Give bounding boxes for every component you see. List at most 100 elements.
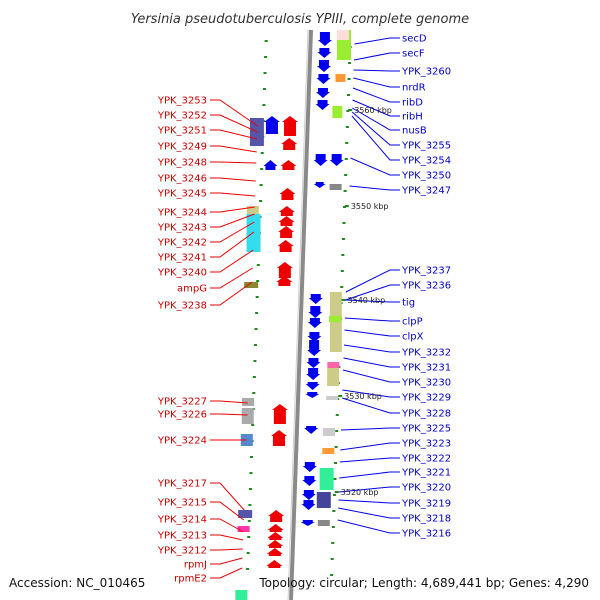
gene-label-right[interactable]: ribH: [402, 112, 423, 123]
gene-label-left[interactable]: YPK_3243: [157, 223, 207, 234]
gc-content-block: [327, 368, 340, 386]
gene-label-right[interactable]: YPK_3218: [401, 514, 451, 525]
minus-strand-gene-arrow: [271, 404, 288, 424]
leader-line-right: [350, 157, 400, 176]
gene-label-right[interactable]: nusB: [402, 126, 427, 137]
gene-label-right[interactable]: YPK_3250: [401, 171, 451, 182]
gene-label-left[interactable]: YPK_3214: [157, 515, 207, 526]
tick-mark-left: [247, 520, 251, 522]
gene-label-left[interactable]: YPK_3238: [157, 301, 207, 312]
gene-label-left[interactable]: YPK_3251: [157, 126, 207, 137]
gene-label-right[interactable]: secD: [402, 34, 427, 45]
gene-label-left[interactable]: rpmJ: [184, 560, 207, 571]
gene-label-left[interactable]: YPK_3249: [157, 142, 207, 153]
leader-line-left: [210, 177, 256, 182]
accession-text: Accession: NC_010465: [9, 576, 145, 590]
tick-mark-left: [249, 472, 253, 474]
gene-label-right[interactable]: clpX: [402, 332, 424, 343]
gene-label-right[interactable]: YPK_3221: [401, 468, 451, 479]
gene-label-right[interactable]: YPK_3254: [401, 156, 451, 167]
gene-label-left[interactable]: YPK_3217: [157, 479, 207, 490]
gene-label-right[interactable]: YPK_3225: [401, 424, 451, 435]
plus-strand-gene-arrow: [329, 154, 344, 166]
gene-label-right[interactable]: YPK_3230: [401, 378, 451, 389]
leader-line-right: [344, 329, 400, 337]
minus-strand-gene-arrow: [281, 138, 298, 150]
gene-label-left[interactable]: YPK_3248: [157, 158, 207, 169]
gene-label-right[interactable]: nrdR: [402, 83, 426, 94]
leader-line-right: [337, 519, 400, 534]
kbp-label: 3540 kbp: [348, 296, 386, 305]
gene-label-left[interactable]: YPK_3240: [157, 268, 207, 279]
gene-label-left[interactable]: YPK_3246: [157, 174, 207, 185]
leader-line-left: [210, 518, 244, 533]
gene-label-right[interactable]: YPK_3247: [401, 186, 451, 197]
gene-label-left[interactable]: YPK_3253: [157, 96, 207, 107]
gene-label-right[interactable]: tig: [402, 298, 415, 309]
minus-strand-gene-arrow: [278, 206, 295, 216]
tick-mark-right: [331, 526, 335, 528]
gene-label-left[interactable]: YPK_3241: [157, 253, 207, 264]
gene-label-right[interactable]: clpP: [402, 317, 423, 328]
tick-mark-left: [259, 200, 263, 202]
minus-strand-gene-arrow: [280, 160, 297, 170]
gene-label-left[interactable]: YPK_3224: [157, 436, 207, 447]
gene-label-right[interactable]: YPK_3237: [401, 266, 451, 277]
tick-mark-right: [340, 286, 344, 288]
plus-strand-gene-arrow: [307, 340, 322, 356]
gene-label-right[interactable]: YPK_3219: [401, 499, 451, 510]
gene-label-right[interactable]: YPK_3223: [401, 439, 451, 450]
gene-label-left[interactable]: YPK_3215: [157, 498, 207, 509]
gene-label-left[interactable]: YPK_3242: [157, 238, 207, 249]
genome-backbone: [289, 29, 313, 600]
topology-text: Topology: circular; Length: 4,689,441 bp…: [258, 576, 589, 590]
gene-label-left[interactable]: YPK_3212: [157, 546, 207, 557]
gene-label-right[interactable]: YPK_3220: [401, 483, 451, 494]
plus-strand-gene-arrow: [315, 100, 330, 110]
gene-label-right[interactable]: YPK_3232: [401, 348, 451, 359]
tick-mark-left: [255, 296, 259, 298]
gene-label-right[interactable]: YPK_3255: [401, 141, 451, 152]
gene-features: [235, 30, 351, 600]
tick-mark-left: [260, 152, 264, 154]
gene-label-right[interactable]: YPK_3231: [401, 363, 451, 374]
minus-strand-gene-arrow: [279, 188, 296, 200]
leader-line-right: [342, 369, 400, 383]
kbp-tick: [344, 205, 349, 207]
gene-label-left[interactable]: YPK_3213: [157, 531, 207, 542]
gene-label-right[interactable]: YPK_3228: [401, 409, 451, 420]
leader-line-right: [353, 77, 400, 88]
minus-strand-gene-arrow: [263, 116, 280, 134]
gene-label-right[interactable]: YPK_3229: [401, 393, 451, 404]
gene-label-left[interactable]: YPK_3244: [157, 208, 207, 219]
leader-line-right: [339, 471, 400, 479]
gene-label-left[interactable]: rpmE2: [174, 574, 207, 585]
gene-label-left[interactable]: YPK_3252: [157, 111, 207, 122]
tick-mark-left: [247, 536, 251, 538]
tick-mark-left: [264, 40, 268, 42]
feature-block: [246, 206, 259, 214]
leader-line-right: [339, 457, 400, 463]
gene-label-right[interactable]: YPK_3222: [401, 454, 451, 465]
gene-label-right[interactable]: YPK_3216: [401, 529, 451, 540]
gene-label-right[interactable]: YPK_3260: [401, 67, 451, 78]
leader-line-left: [210, 213, 255, 228]
plus-strand-gene-arrow: [307, 318, 322, 328]
plus-strand-gene-arrow: [308, 306, 323, 318]
gene-label-left[interactable]: YPK_3227: [157, 397, 207, 408]
feature-block: [237, 526, 250, 532]
gene-label-right[interactable]: secF: [402, 49, 425, 60]
tick-mark-left: [250, 456, 254, 458]
gene-label-right[interactable]: YPK_3236: [401, 281, 451, 292]
gene-label-left[interactable]: ampG: [177, 284, 207, 295]
plus-strand-gene-arrow: [302, 462, 317, 472]
plus-strand-gene-arrow: [307, 332, 322, 342]
gene-label-right[interactable]: ribD: [402, 98, 423, 109]
feature-block: [316, 492, 331, 508]
tick-mark-right: [345, 126, 349, 128]
leader-line-right: [344, 317, 400, 322]
gene-label-left[interactable]: YPK_3226: [157, 410, 207, 421]
gene-label-left[interactable]: YPK_3245: [157, 189, 207, 200]
plus-strand-gene-arrow: [302, 476, 317, 486]
